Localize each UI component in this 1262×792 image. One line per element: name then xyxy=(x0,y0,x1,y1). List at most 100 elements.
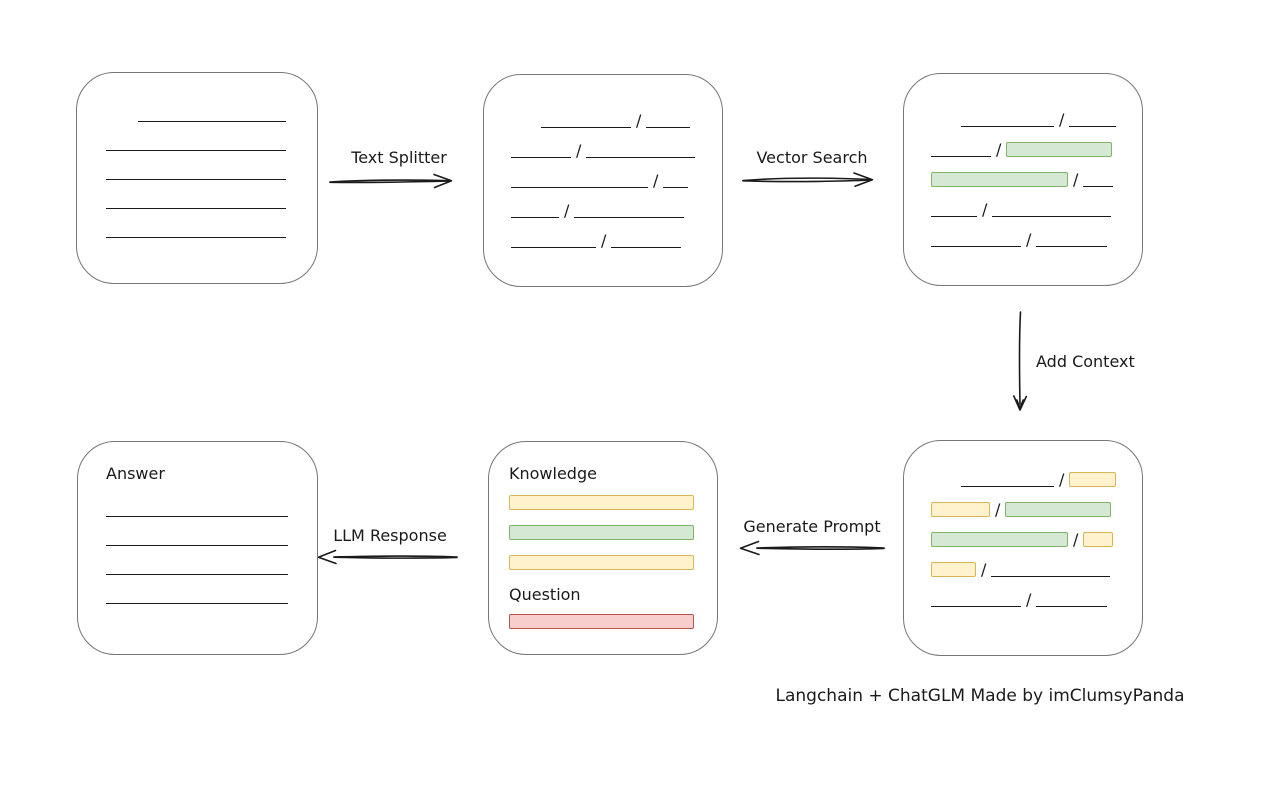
chunk-row: / xyxy=(961,470,1142,489)
slash-separator: / xyxy=(1059,470,1065,489)
chunk-row: / xyxy=(931,140,1142,159)
chunk-row: / xyxy=(511,231,722,250)
chunk-row: / xyxy=(511,201,722,220)
chunk-row: / xyxy=(931,560,1142,579)
context-chunks-box: / / / / / xyxy=(903,440,1143,656)
slash-separator: / xyxy=(1026,590,1032,609)
highlight-yellow-bar xyxy=(931,502,990,517)
split-chunks-box: / / / / / xyxy=(483,74,723,287)
slash-separator: / xyxy=(601,231,607,250)
chunk-rows: / / / / / xyxy=(931,470,1142,609)
chunk-row: / xyxy=(931,230,1142,249)
text-line xyxy=(106,237,286,238)
slash-separator: / xyxy=(576,141,582,160)
chunk-row: / xyxy=(931,170,1142,189)
slash-separator: / xyxy=(1059,110,1065,129)
highlight-yellow-bar xyxy=(509,495,694,510)
chunk-row: / xyxy=(931,500,1142,519)
slash-separator: / xyxy=(982,200,988,219)
text-line xyxy=(991,576,1111,577)
text-line xyxy=(586,157,696,158)
highlight-green-bar xyxy=(1005,502,1112,517)
answer-box: Answer xyxy=(77,441,318,655)
diagram-caption: Langchain + ChatGLM Made by imClumsyPand… xyxy=(775,686,1185,706)
text-line xyxy=(106,150,286,151)
highlight-red-bar xyxy=(509,614,694,629)
slash-separator: / xyxy=(981,560,987,579)
text-line xyxy=(931,216,977,217)
text-line xyxy=(106,179,286,180)
text-line xyxy=(574,217,685,218)
highlight-green-bar xyxy=(931,172,1068,187)
highlight-yellow-bar xyxy=(509,555,694,570)
text-line xyxy=(931,246,1021,247)
question-bars xyxy=(509,614,717,629)
add-context-arrow xyxy=(1013,311,1028,411)
highlight-yellow-bar xyxy=(931,562,976,577)
text-line xyxy=(511,157,571,158)
answer-lines xyxy=(106,516,317,604)
highlight-green-bar xyxy=(1006,142,1113,157)
highlight-green-bar xyxy=(931,532,1068,547)
slash-separator: / xyxy=(564,201,570,220)
text-splitter-arrow xyxy=(329,173,453,189)
text-line xyxy=(106,208,286,209)
question-label: Question xyxy=(509,585,581,604)
text-line xyxy=(646,127,691,128)
text-line xyxy=(541,127,631,128)
slash-separator: / xyxy=(995,500,1001,519)
retrieved-chunks-box: / / / / / xyxy=(903,73,1143,286)
text-line xyxy=(106,545,288,546)
highlight-yellow-bar xyxy=(1069,472,1117,487)
text-line xyxy=(1036,246,1108,247)
text-line xyxy=(106,516,288,517)
chunk-row: / xyxy=(931,200,1142,219)
text-line xyxy=(992,216,1112,217)
highlight-yellow-bar xyxy=(1083,532,1114,547)
text-line xyxy=(931,156,991,157)
chunk-rows: / / / / / xyxy=(511,111,722,250)
chunk-row: / xyxy=(541,111,722,130)
vector-search-label: Vector Search xyxy=(756,148,868,167)
chunk-row: / xyxy=(931,530,1142,549)
chunk-row: / xyxy=(511,141,722,160)
text-line xyxy=(106,574,288,575)
llm-response-label: LLM Response xyxy=(333,526,447,545)
knowledge-label: Knowledge xyxy=(509,464,597,483)
prompt-box: Knowledge Question xyxy=(488,441,718,655)
add-context-label: Add Context xyxy=(1036,352,1135,371)
text-line xyxy=(1083,186,1114,187)
document-lines xyxy=(106,121,317,238)
text-line xyxy=(138,121,286,122)
llm-response-arrow xyxy=(317,549,458,565)
slash-separator: / xyxy=(636,111,642,130)
slash-separator: / xyxy=(653,171,659,190)
chunk-row: / xyxy=(931,590,1142,609)
text-line xyxy=(511,247,596,248)
chunk-row: / xyxy=(511,171,722,190)
text-line xyxy=(511,217,559,218)
generate-prompt-label: Generate Prompt xyxy=(743,517,881,536)
answer-label: Answer xyxy=(106,464,165,483)
highlight-green-bar xyxy=(509,525,694,540)
text-line xyxy=(663,187,689,188)
text-line xyxy=(961,486,1054,487)
slash-separator: / xyxy=(996,140,1002,159)
text-line xyxy=(1036,606,1108,607)
text-line xyxy=(611,247,682,248)
knowledge-bars xyxy=(509,495,717,570)
text-line xyxy=(961,126,1054,127)
chunk-row: / xyxy=(961,110,1142,129)
vector-search-arrow xyxy=(742,172,874,188)
slash-separator: / xyxy=(1026,230,1032,249)
text-splitter-label: Text Splitter xyxy=(351,148,447,167)
slash-separator: / xyxy=(1073,530,1079,549)
text-line xyxy=(931,606,1021,607)
chunk-rows: / / / / / xyxy=(931,110,1142,249)
text-line xyxy=(106,603,288,604)
text-line xyxy=(511,187,648,188)
slash-separator: / xyxy=(1073,170,1079,189)
source-document-box xyxy=(76,72,318,284)
text-line xyxy=(1069,126,1117,127)
